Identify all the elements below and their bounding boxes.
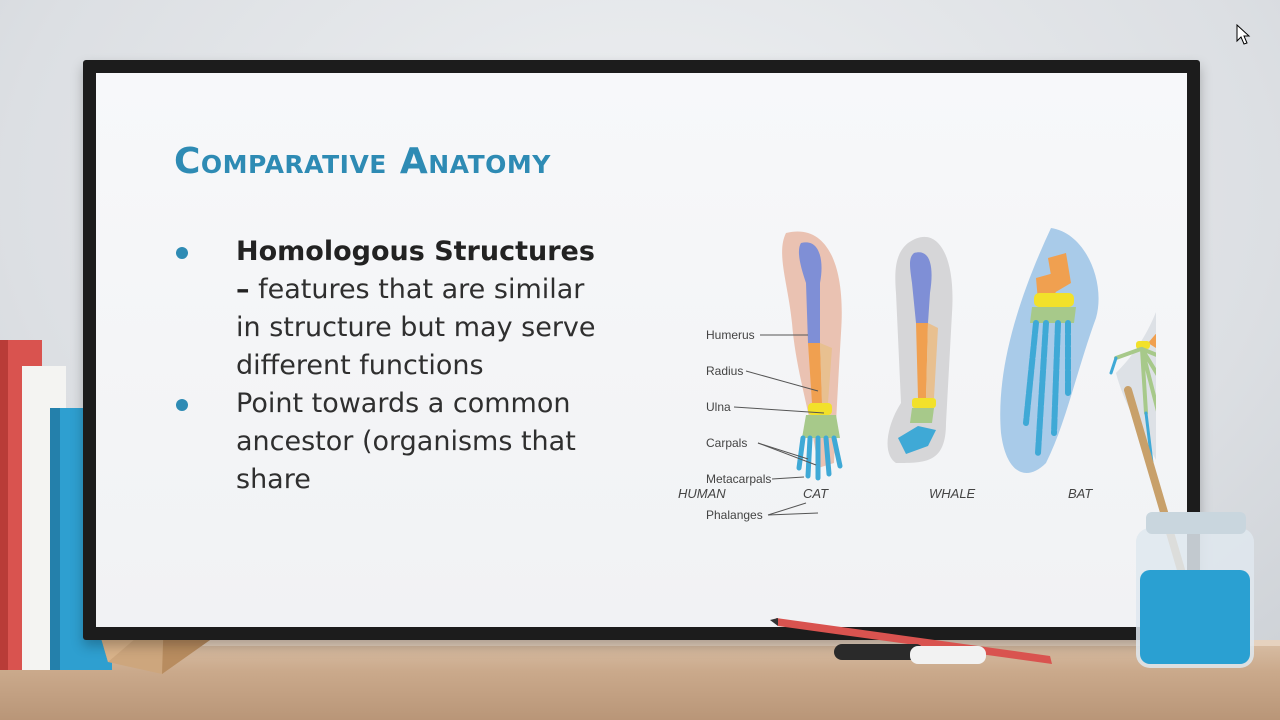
label-ulna: Ulna [706, 400, 731, 414]
bat-wing [1109, 312, 1156, 465]
bullet-item: Homologous Structures – features that ar… [176, 233, 616, 385]
bullet-bold-term: Homologous Structures – [236, 236, 595, 305]
caption-bat: BAT [1068, 486, 1093, 501]
limb-diagram: Humerus Radius Ulna Carpals Metacarpals … [706, 228, 1156, 522]
bullet-text: features that are similar in structure b… [236, 274, 596, 381]
bullet-list: Homologous Structures – features that ar… [176, 233, 616, 499]
caption-whale: WHALE [929, 486, 976, 501]
bullet-text: Point towards a common ancestor (organis… [236, 388, 576, 495]
human-limb [782, 231, 843, 481]
bullet-dot-icon [176, 247, 188, 259]
mouse-cursor-icon [1236, 24, 1251, 45]
bullet-dot-icon [176, 399, 188, 411]
desk-surface [0, 640, 1280, 720]
animal-captions: HUMAN CAT WHALE BAT [678, 486, 1093, 501]
slide-title: Comparative Anatomy [174, 141, 551, 182]
label-metacarpals: Metacarpals [706, 472, 771, 486]
label-phalanges: Phalanges [706, 508, 763, 522]
slide: Comparative Anatomy Homologous Structure… [96, 73, 1187, 627]
label-carpals: Carpals [706, 436, 747, 450]
whale-flipper [1000, 228, 1099, 473]
whiteboard-frame: Comparative Anatomy Homologous Structure… [83, 60, 1200, 640]
caption-human: HUMAN [678, 486, 726, 501]
pencil-eraser-decoration [770, 618, 1052, 664]
cat-limb [887, 236, 953, 463]
caption-cat: CAT [803, 486, 829, 501]
bullet-item: Point towards a common ancestor (organis… [176, 385, 616, 499]
paint-jar-decoration [1124, 386, 1254, 668]
bone-labels: Humerus Radius Ulna Carpals Metacarpals … [706, 328, 825, 522]
label-humerus: Humerus [706, 328, 755, 342]
label-radius: Radius [706, 364, 743, 378]
